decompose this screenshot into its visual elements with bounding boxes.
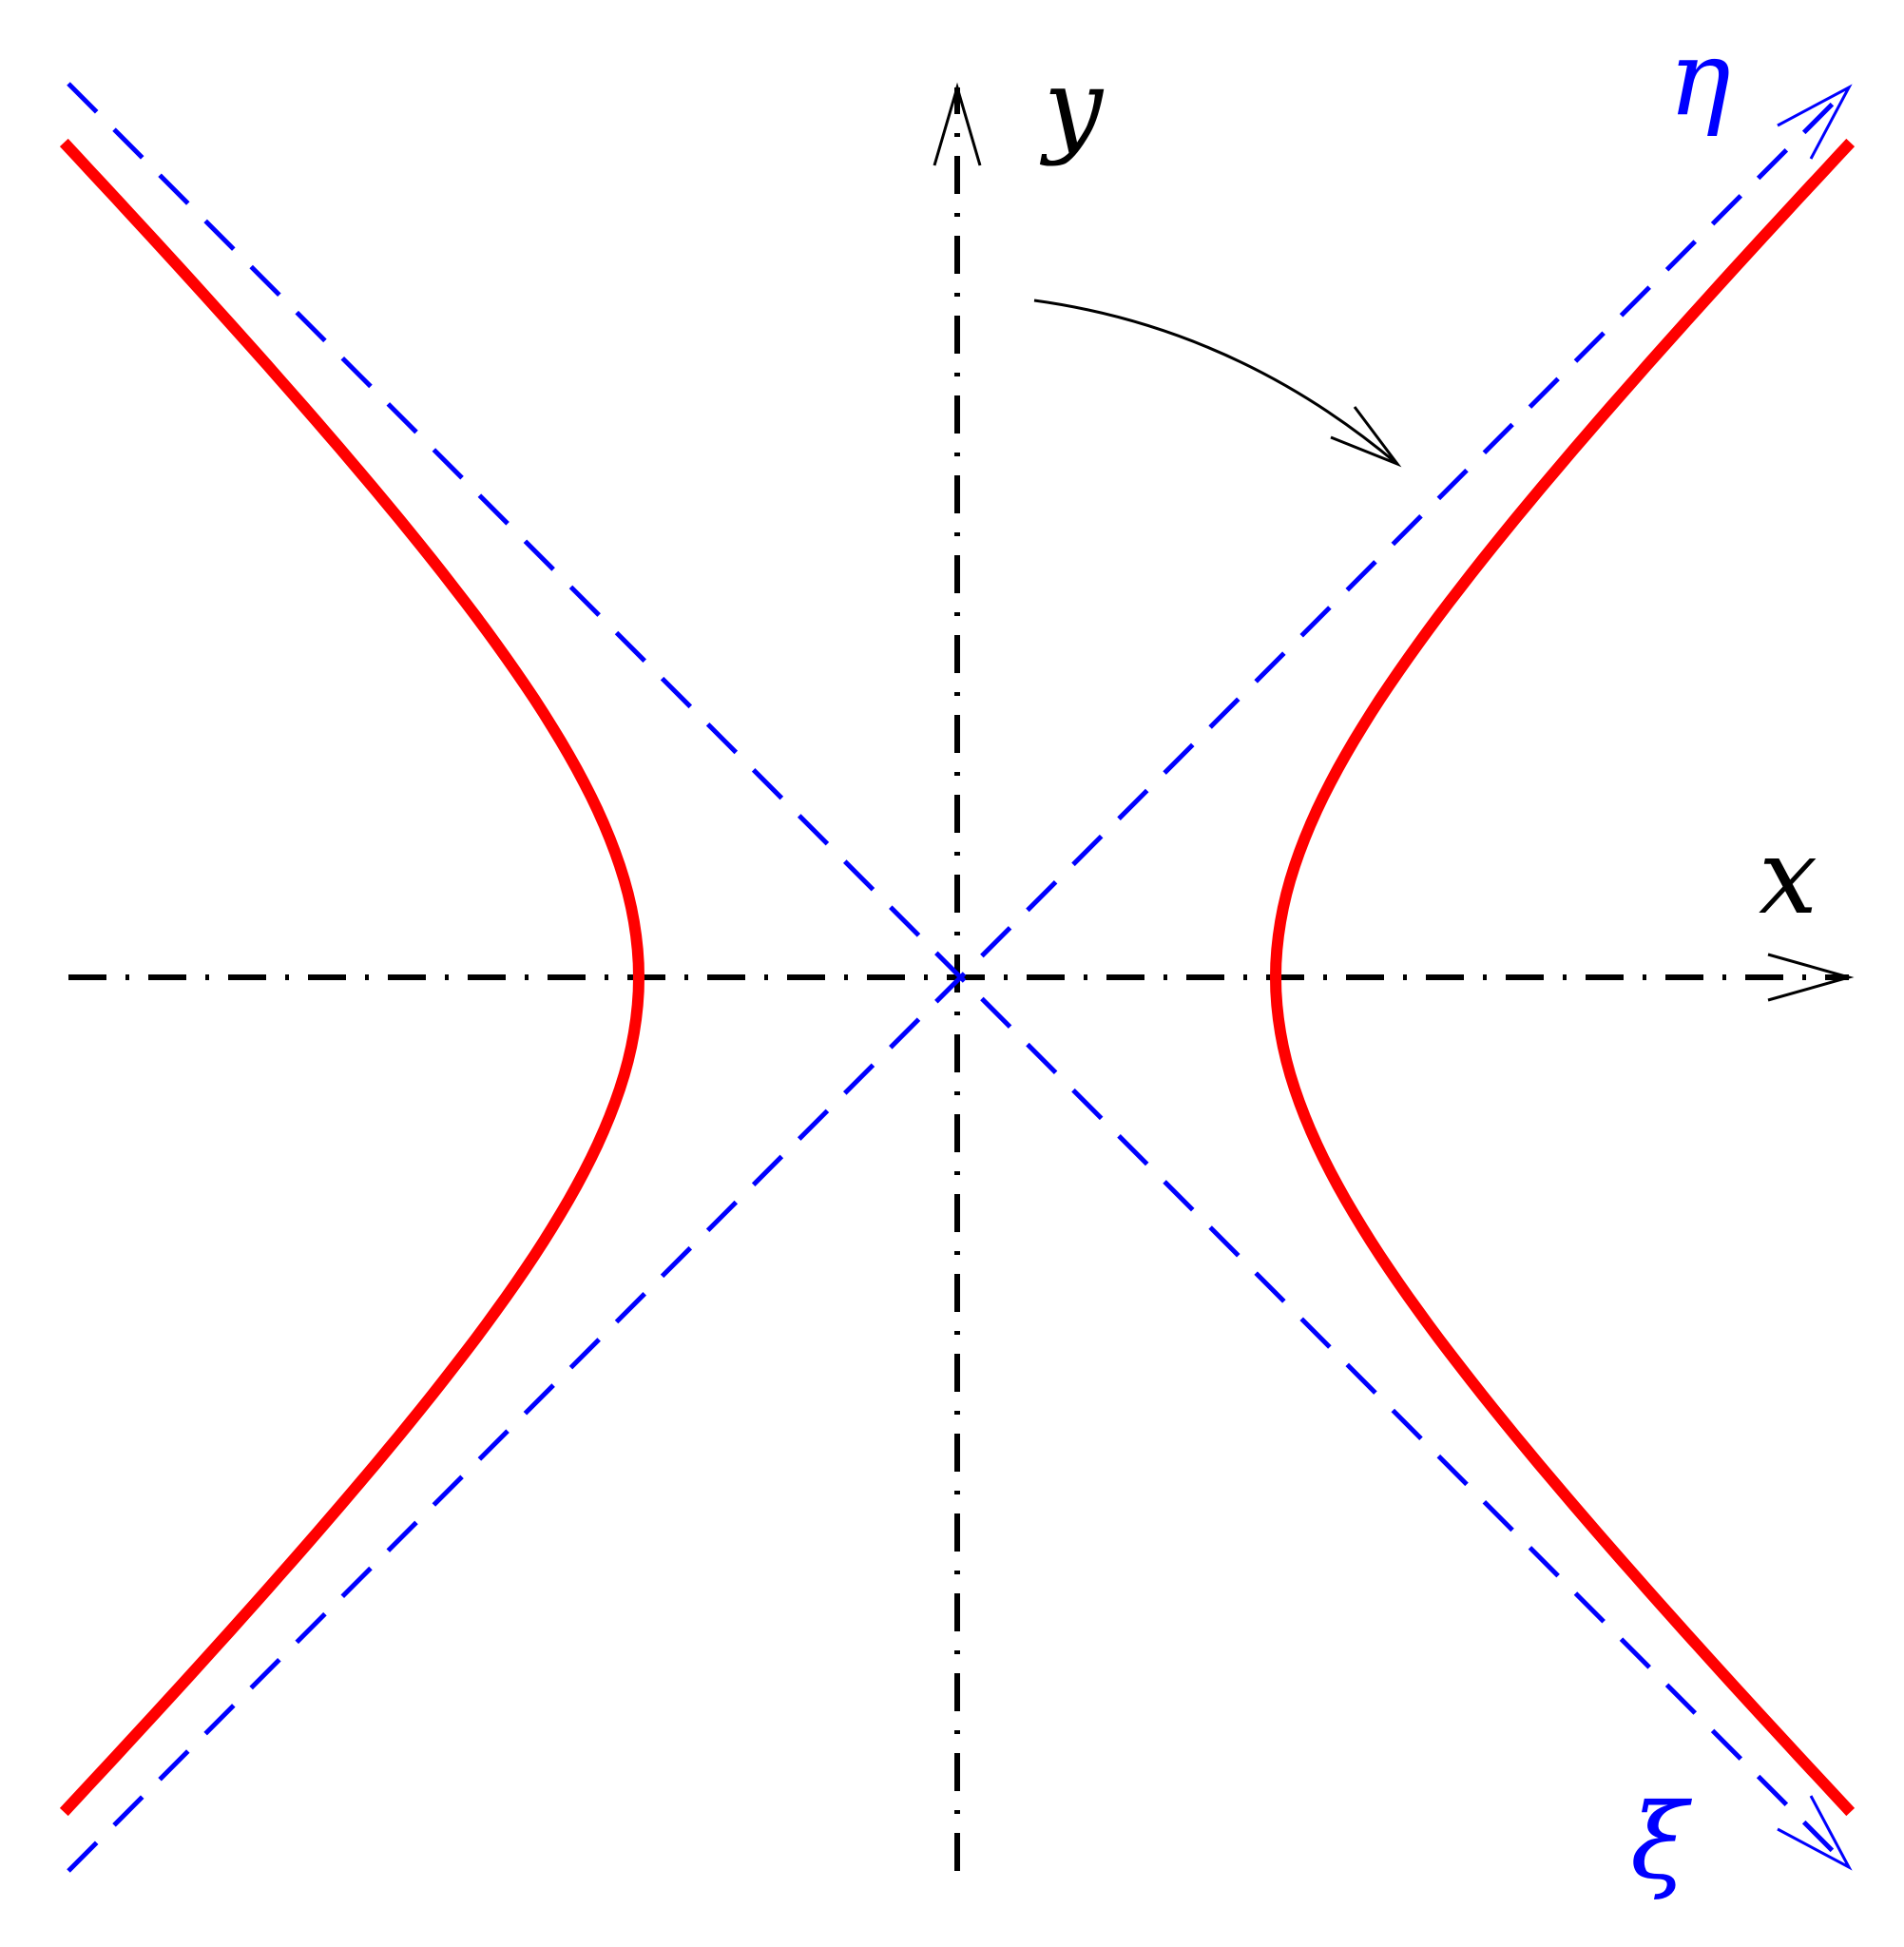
rotation-arrow <box>1033 299 1398 466</box>
y-axis-arrowhead <box>933 82 982 166</box>
eta-axis-arrowhead <box>1777 84 1853 160</box>
hyperbola-right-branch <box>1270 138 1856 1817</box>
xi-axis-arrowhead <box>1777 1795 1853 1871</box>
xi-axis-line <box>67 82 1851 1869</box>
eta-axis-label: η <box>1668 17 1731 139</box>
xi-axis-label: ξ <box>1630 1781 1693 1902</box>
x-axis-arrowhead <box>1767 953 1855 1002</box>
hyperbola-left-branch <box>59 138 644 1817</box>
y-axis-label: y <box>1039 46 1105 167</box>
rotation-arrowhead <box>1330 406 1402 468</box>
x-axis-label: x <box>1759 816 1817 937</box>
eta-axis-line <box>67 86 1851 1873</box>
